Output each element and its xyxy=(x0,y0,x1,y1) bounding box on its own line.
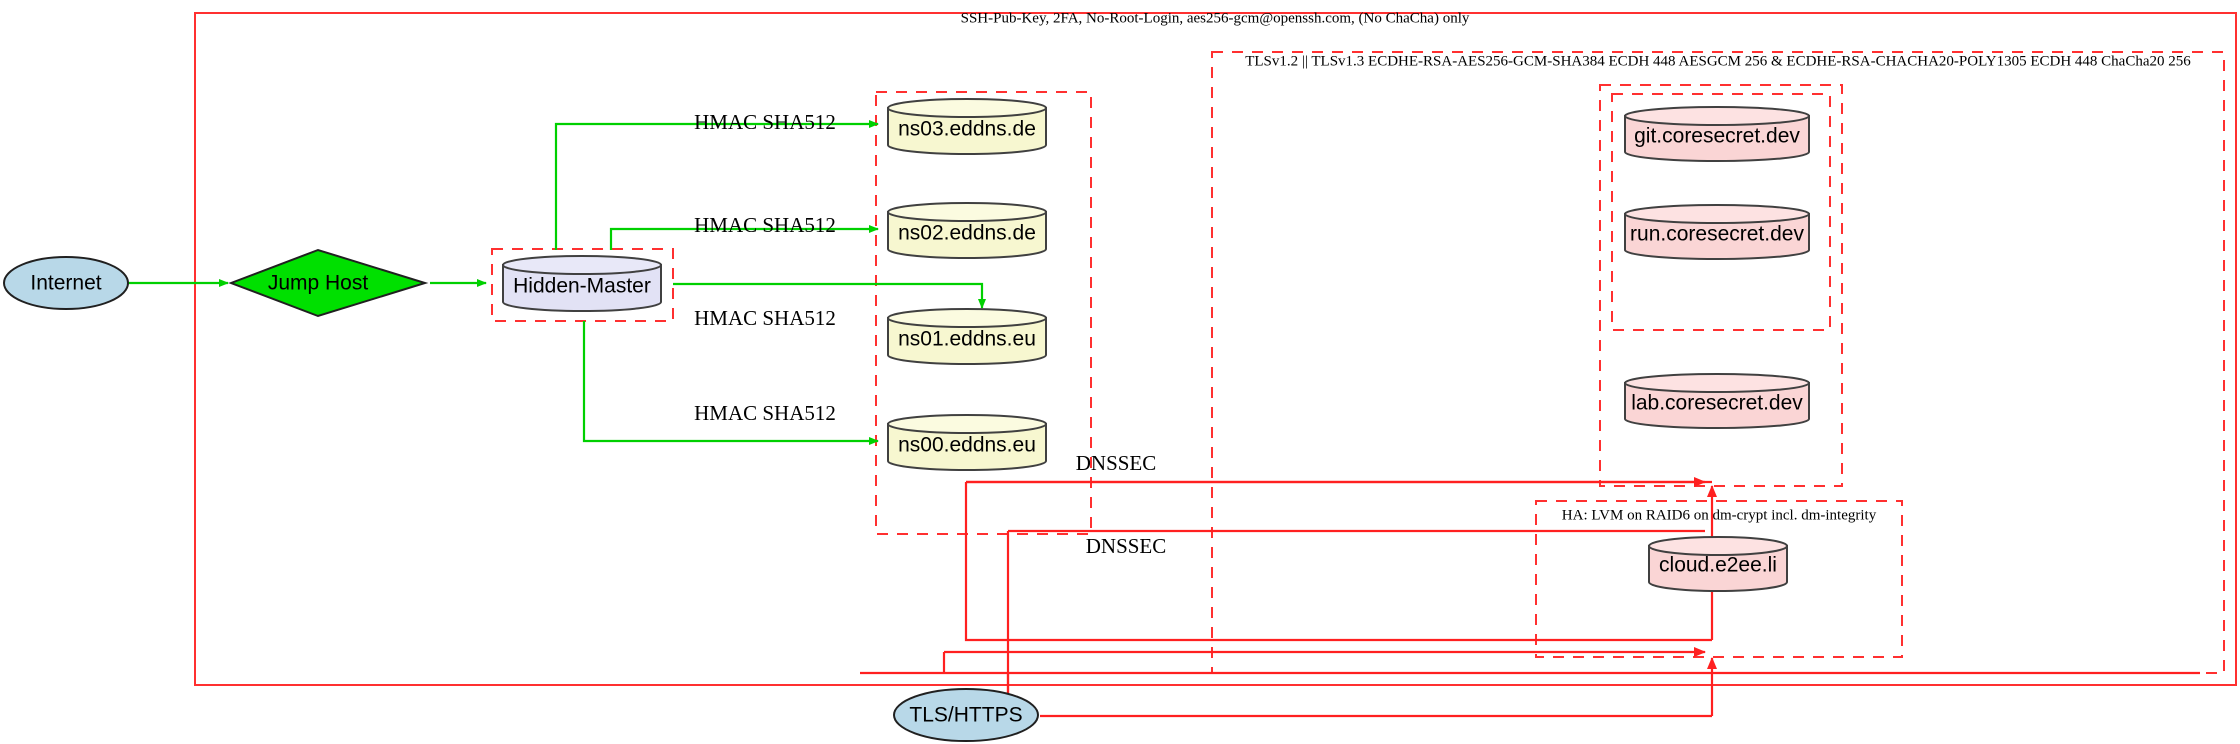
node-cloud-e2ee[interactable]: cloud.e2ee.li xyxy=(1648,536,1788,592)
cluster-coresecret-inner xyxy=(1611,93,1831,331)
cluster-dns-servers xyxy=(875,91,1092,535)
label-ha-policy: HA: LVM on RAID6 on dm-crypt incl. dm-in… xyxy=(1562,507,1877,523)
node-jump-host[interactable]: Jump Host xyxy=(228,248,429,318)
node-tls-https-label: TLS/HTTPS xyxy=(909,704,1022,727)
node-ns00-label: ns00.eddns.eu xyxy=(898,434,1036,457)
edge-label-hmac-ns02: HMAC SHA512 xyxy=(694,213,836,237)
cluster-tls-policy xyxy=(1211,51,2225,674)
node-git-coresecret[interactable]: git.coresecret.dev xyxy=(1624,106,1810,162)
node-hidden-master[interactable]: Hidden-Master xyxy=(502,255,662,312)
cluster-ha-storage xyxy=(1535,500,1903,658)
edge-label-hmac-ns03: HMAC SHA512 xyxy=(694,110,836,134)
edge-hiddenmaster-to-ns03 xyxy=(554,120,879,250)
node-lab-coresecret-label: lab.coresecret.dev xyxy=(1631,392,1803,415)
edge-hiddenmaster-to-ns01 xyxy=(673,282,986,309)
node-git-coresecret-label: git.coresecret.dev xyxy=(1634,125,1800,148)
node-ns01[interactable]: ns01.eddns.eu xyxy=(887,308,1047,365)
label-ssh-policy: SSH-Pub-Key, 2FA, No-Root-Login, aes256-… xyxy=(961,10,1470,26)
edge-dnssec-upper xyxy=(964,480,1712,642)
cluster-coresecret-outer xyxy=(1599,84,1843,487)
node-lab-coresecret[interactable]: lab.coresecret.dev xyxy=(1624,373,1810,429)
edge-dnssec-lower xyxy=(1006,529,1705,716)
edge-label-hmac-ns01: HMAC SHA512 xyxy=(694,306,836,330)
node-internet-label: Internet xyxy=(30,272,101,295)
edge-label-dnssec-lower: DNSSEC xyxy=(1086,534,1167,558)
node-cloud-e2ee-label: cloud.e2ee.li xyxy=(1659,554,1777,577)
cluster-ssh-policy xyxy=(194,12,2237,686)
node-tls-https[interactable]: TLS/HTTPS xyxy=(893,688,1039,742)
node-ns02-label: ns02.eddns.de xyxy=(898,222,1036,245)
node-ns02[interactable]: ns02.eddns.de xyxy=(887,202,1047,259)
edge-label-dnssec-upper: DNSSEC xyxy=(1076,451,1157,475)
node-internet[interactable]: Internet xyxy=(3,256,129,310)
node-run-coresecret[interactable]: run.coresecret.dev xyxy=(1624,204,1810,260)
edge-hiddenmaster-to-ns00 xyxy=(582,321,879,445)
edge-label-hmac-ns00: HMAC SHA512 xyxy=(694,401,836,425)
label-tls-policy: TLSv1.2 || TLSv1.3 ECDHE-RSA-AES256-GCM-… xyxy=(1245,53,2191,69)
node-ns03[interactable]: ns03.eddns.de xyxy=(887,98,1047,155)
node-jump-host-label: Jump Host xyxy=(268,272,369,295)
node-ns03-label: ns03.eddns.de xyxy=(898,118,1036,141)
node-ns01-label: ns01.eddns.eu xyxy=(898,328,1036,351)
node-run-coresecret-label: run.coresecret.dev xyxy=(1630,223,1804,246)
node-ns00[interactable]: ns00.eddns.eu xyxy=(887,414,1047,471)
edge-hiddenmaster-to-ns02 xyxy=(609,225,879,250)
node-hidden-master-label: Hidden-Master xyxy=(513,275,651,298)
cluster-hidden-master xyxy=(491,248,674,322)
